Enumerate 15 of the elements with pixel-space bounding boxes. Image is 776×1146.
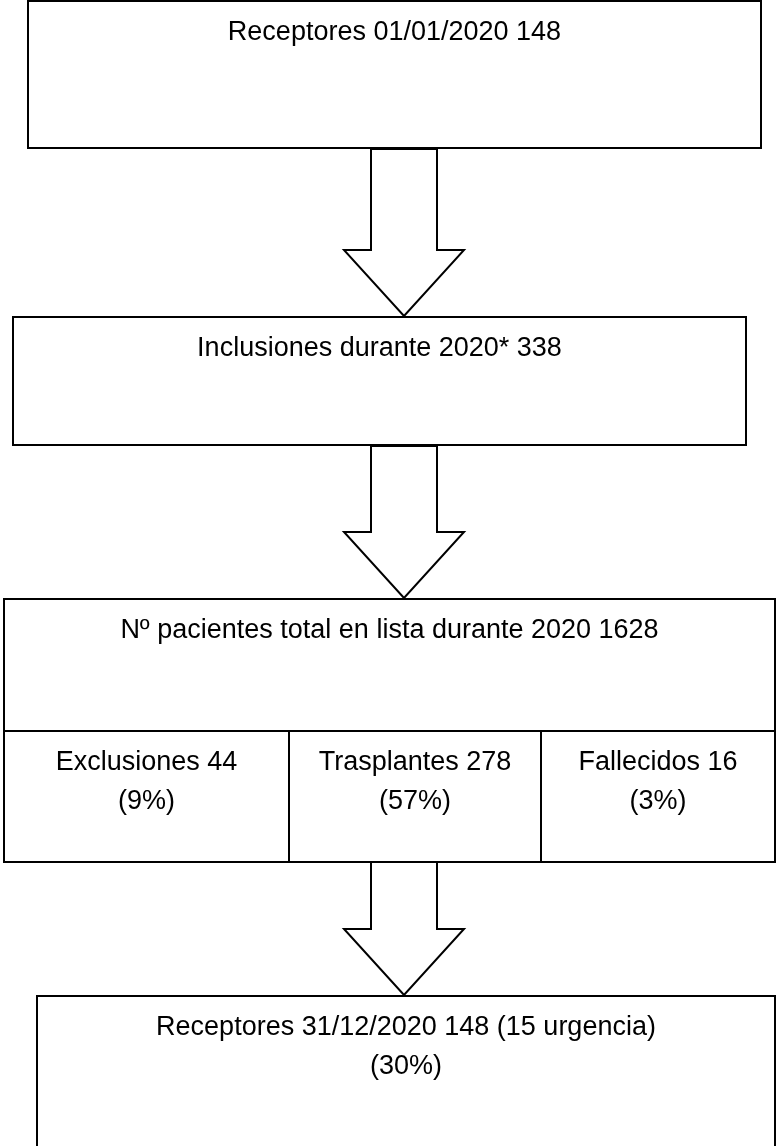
process-box	[27, 0, 762, 149]
process-box	[3, 598, 776, 863]
node-label: Trasplantes 278 (57%)	[317, 745, 513, 818]
process-box	[36, 995, 776, 1146]
node-label: Inclusiones durante 2020* 338	[197, 331, 562, 364]
node-label: Nº pacientes total en lista durante 2020 1628	[120, 613, 659, 646]
table-cell	[288, 730, 542, 863]
block-arrow	[341, 860, 467, 997]
node-label: Receptores 31/12/2020 148 (15 urgencia) (30%)	[156, 1010, 656, 1083]
node-label: Exclusiones 44 (9%)	[54, 745, 239, 818]
block-arrow	[341, 148, 467, 318]
block-arrow	[341, 445, 467, 600]
process-box	[12, 316, 747, 446]
node-label: Receptores 01/01/2020 148	[227, 15, 562, 48]
node-label: Fallecidos 16 (3%)	[577, 745, 739, 818]
